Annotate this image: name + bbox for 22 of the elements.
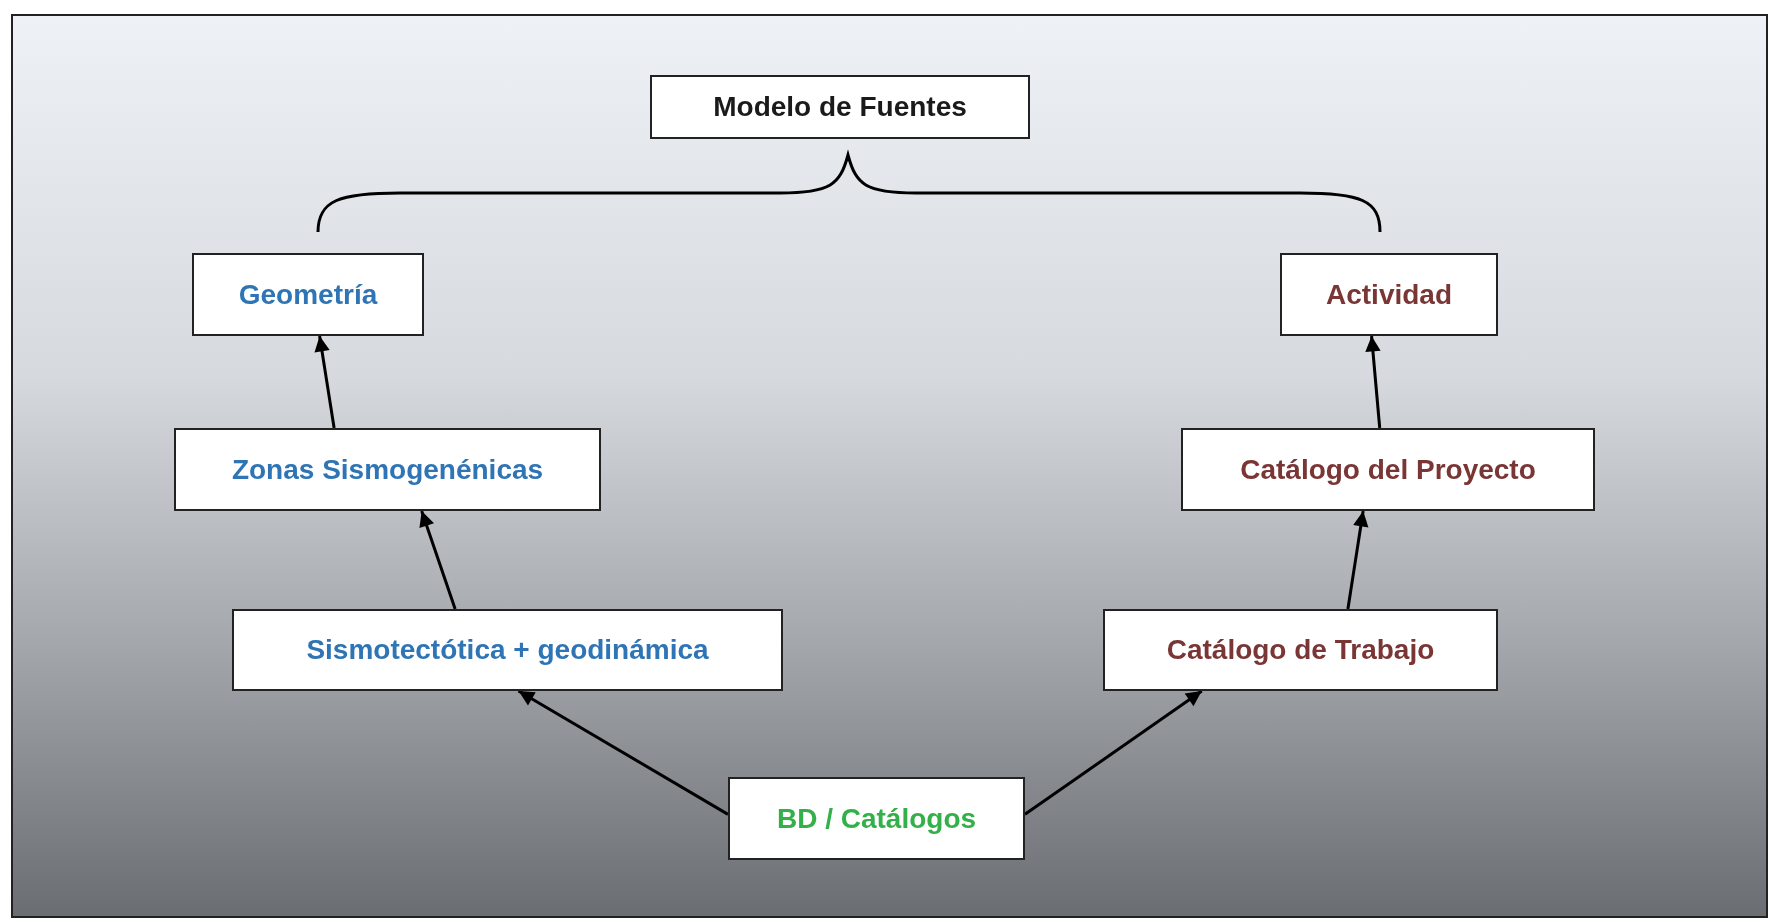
box-label: Catálogo de Trabajo bbox=[1166, 634, 1435, 666]
box-label: BD / Catálogos bbox=[776, 802, 977, 835]
process-box bbox=[232, 609, 783, 691]
arrow bbox=[517, 689, 729, 816]
arrow bbox=[314, 335, 336, 429]
box-label: Sismotectótica + geodinámica bbox=[306, 634, 709, 666]
box-label: Geometría bbox=[238, 278, 378, 311]
arrow bbox=[1365, 335, 1382, 429]
arrow bbox=[1346, 510, 1369, 610]
process-box bbox=[650, 75, 1030, 139]
box-label: Actividad bbox=[1326, 278, 1452, 311]
process-box bbox=[1181, 428, 1595, 511]
arrow bbox=[1024, 689, 1203, 816]
box-label: Zonas Sismogenénicas bbox=[231, 453, 544, 486]
arrow bbox=[419, 510, 457, 610]
process-box bbox=[192, 253, 424, 336]
process-box bbox=[728, 777, 1025, 860]
process-box bbox=[1280, 253, 1498, 336]
box-label: Modelo de Fuentes bbox=[713, 91, 967, 123]
process-box bbox=[1103, 609, 1498, 691]
box-label: Catálogo del Proyecto bbox=[1240, 453, 1536, 486]
process-box bbox=[174, 428, 601, 511]
